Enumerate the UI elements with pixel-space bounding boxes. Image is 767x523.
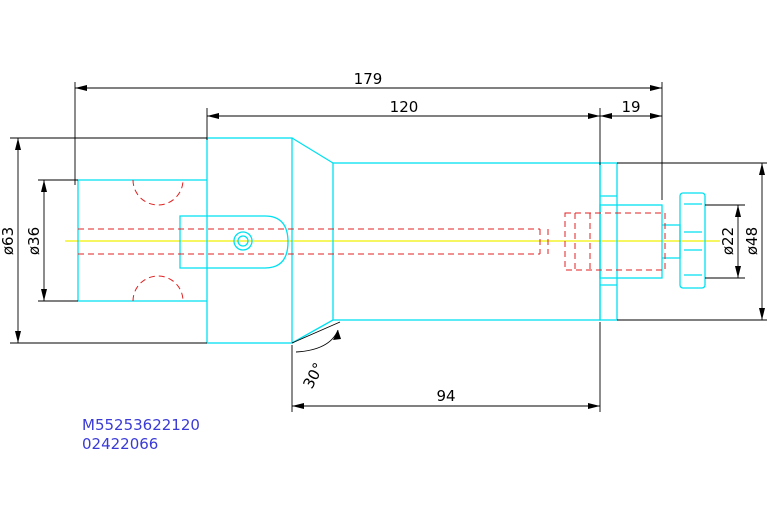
dim-hole-dia: ø36	[25, 227, 43, 255]
dim-bore-dia: ø22	[719, 227, 737, 255]
dimension-lines	[10, 82, 767, 412]
clamp-nut	[599, 204, 663, 279]
dim-shank-dia: ø63	[0, 227, 17, 255]
cone	[291, 137, 334, 344]
part-code-line1: M55253622120	[82, 416, 200, 434]
flange-body	[206, 137, 293, 344]
dim-body-length: 120	[390, 98, 419, 116]
left-shank	[77, 179, 207, 302]
dim-cone-angle: 30°	[299, 360, 327, 392]
hidden-lines	[78, 179, 666, 302]
part-code-line2: 02422066	[82, 435, 158, 453]
dim-overall-length: 179	[354, 70, 383, 88]
dim-cone-to-face: 94	[436, 387, 455, 405]
pin-hole	[233, 231, 253, 251]
end-cap	[679, 192, 706, 289]
dim-nut-dia: ø48	[743, 227, 761, 255]
dim-nut-length: 19	[621, 98, 640, 116]
part-outline	[77, 137, 706, 344]
drive-tab	[179, 215, 289, 269]
